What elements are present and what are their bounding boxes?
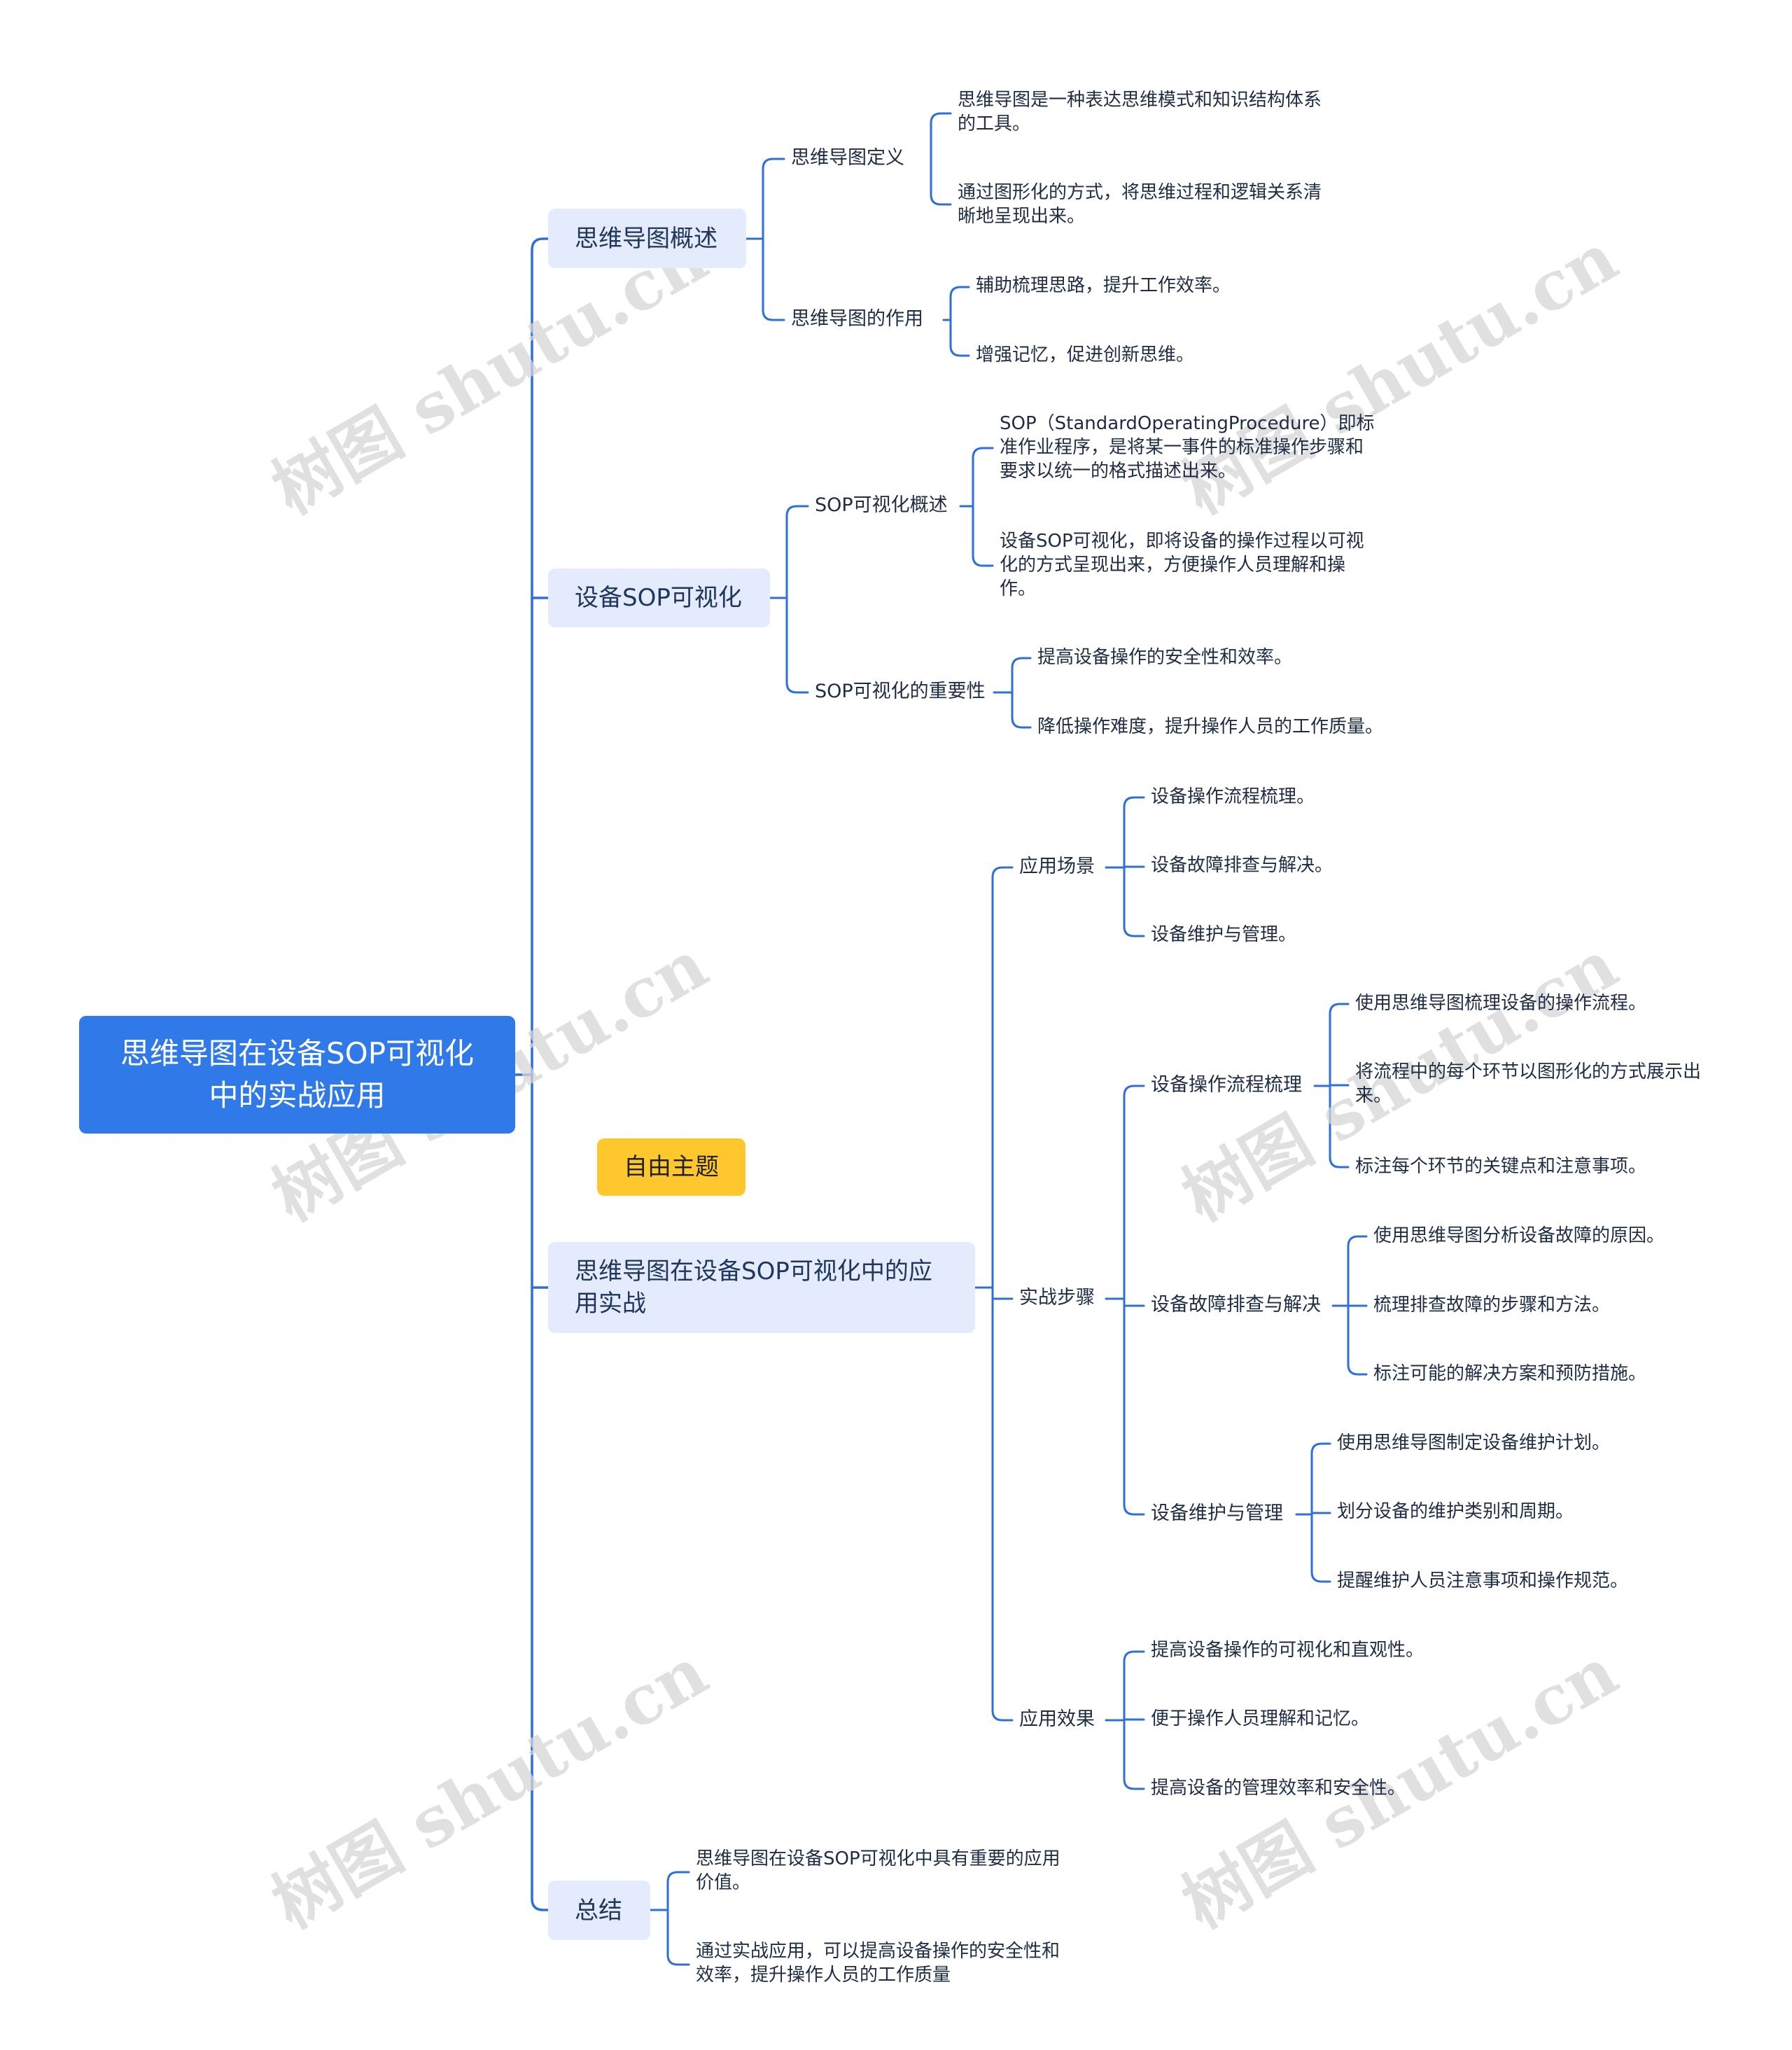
leaf-item[interactable]: 思维导图在设备SOP可视化中具有重要的应用价值。 [696,1848,1060,1893]
leaf-item[interactable]: 标注可能的解决方案和预防措施。 [1373,1363,1647,1384]
leaf-item[interactable]: 使用思维导图梳理设备的操作流程。 [1355,993,1647,1014]
leaf-item[interactable]: 梳理排查故障的步骤和方法。 [1373,1295,1611,1316]
connector-line [949,286,970,298]
watermark: 树图 shutu.cn [1169,217,1630,530]
leaf-item[interactable]: 辅助梳理思路，提升工作效率。 [976,275,1231,296]
connector-line [762,309,785,321]
connector-line [531,237,550,251]
connector-line [1123,925,1145,937]
subtopic-application-effects[interactable]: 应用效果 [1019,1708,1095,1730]
topic-label: 总结 [575,1896,622,1925]
step-maintenance[interactable]: 设备维护与管理 [1151,1502,1283,1524]
connector-line [930,112,952,125]
leaf-item[interactable]: 标注每个环节的关键点和注意事项。 [1355,1156,1647,1177]
subtopic-application-scenarios[interactable]: 应用场景 [1019,856,1095,877]
connector-line [762,158,785,170]
leaf-item[interactable]: 通过实战应用，可以提高设备操作的安全性和效率，提升操作人员的工作质量 [696,1941,1060,1986]
topic-summary[interactable]: 总结 [548,1881,650,1940]
connector-line [1347,1363,1368,1376]
connector-line [930,193,952,206]
connector-line [1123,796,1145,809]
leaf-item[interactable]: 便于操作人员理解和记忆。 [1151,1708,1370,1729]
topic-sop-visualization[interactable]: 设备SOP可视化 [548,569,770,627]
leaf-item[interactable]: SOP（StandardOperatingProcedure）即标准作业程序，是… [1000,413,1375,482]
subtopic-practical-steps[interactable]: 实战步骤 [1019,1287,1095,1309]
connector-line [1011,716,1032,729]
connector-line [666,1953,690,1966]
root-topic-label: 思维导图在设备SOP可视化中的实战应用 [120,1036,475,1113]
leaf-item[interactable]: 划分设备的维护类别和周期。 [1337,1501,1574,1522]
subtopic-mindmap-function[interactable]: 思维导图的作用 [791,308,923,330]
connector-line [1123,1085,1145,1097]
step-fault-diagnosis[interactable]: 设备故障排查与解决 [1151,1294,1321,1316]
connector-line [991,866,1014,879]
connector-line [1329,1003,1350,1015]
subtopic-sop-overview[interactable]: SOP可视化概述 [815,494,948,516]
connector-line [1310,1570,1331,1583]
leaf-item[interactable]: 思维导图是一种表达思维模式和知识结构体系的工具。 [958,90,1322,134]
connector-line [972,555,994,567]
step-process-sorting[interactable]: 设备操作流程梳理 [1151,1074,1302,1096]
leaf-item[interactable]: 提高设备操作的可视化和直观性。 [1151,1640,1424,1661]
leaf-item[interactable]: 增强记忆，促进创新思维。 [976,344,1195,365]
connector-line [1329,1156,1350,1169]
leaf-item[interactable]: 提醒维护人员注意事项和操作规范。 [1337,1570,1629,1591]
connector-line [785,505,809,517]
connector-line [1310,1442,1331,1455]
leaf-item[interactable]: 将流程中的每个环节以图形化的方式展示出来。 [1355,1061,1702,1106]
topic-mindmap-overview[interactable]: 思维导图概述 [548,209,746,268]
subtopic-mindmap-definition[interactable]: 思维导图定义 [791,147,904,169]
leaf-item[interactable]: 提高设备的管理效率和安全性。 [1151,1778,1406,1799]
leaf-item[interactable]: 降低操作难度，提升操作人员的工作质量。 [1037,716,1384,737]
leaf-item[interactable]: 设备SOP可视化，即将设备的操作过程以可视化的方式呈现出来，方便操作人员理解和操… [1000,531,1364,599]
root-topic[interactable]: 思维导图在设备SOP可视化中的实战应用 [79,1016,515,1134]
free-topic[interactable]: 自由主题 [597,1138,746,1196]
leaf-item[interactable]: 使用思维导图分析设备故障的原因。 [1373,1225,1665,1246]
connector-line [949,344,970,357]
leaf-item[interactable]: 通过图形化的方式，将思维过程和逻辑关系清晰地呈现出来。 [958,182,1322,227]
connector-line [531,1897,550,1911]
leaf-item[interactable]: 设备维护与管理。 [1151,924,1297,945]
free-topic-label: 自由主题 [624,1153,719,1181]
connector-line [1123,1778,1145,1790]
connector-line [666,1871,690,1883]
leaf-item[interactable]: 使用思维导图制定设备维护计划。 [1337,1432,1611,1453]
topic-label: 思维导图概述 [575,224,718,253]
connector-line [1011,657,1032,669]
leaf-item[interactable]: 设备操作流程梳理。 [1151,786,1315,807]
connector-line [1347,1235,1368,1248]
topic-practical-application[interactable]: 思维导图在设备SOP可视化中的应用实战 [548,1242,975,1333]
connector-line [1123,1650,1145,1663]
connector-line [785,681,809,694]
topic-label: 设备SOP可视化 [575,584,742,612]
watermark: 树图 shutu.cn [259,1631,720,1944]
leaf-item[interactable]: 设备故障排查与解决。 [1151,855,1334,876]
connector-line [991,1709,1014,1722]
topic-label: 思维导图在设备SOP可视化中的应用实战 [575,1257,932,1318]
subtopic-sop-importance[interactable]: SOP可视化的重要性 [815,681,986,702]
connector-line [972,447,994,459]
leaf-item[interactable]: 提高设备操作的安全性和效率。 [1037,647,1293,668]
connector-line [1123,1503,1145,1516]
